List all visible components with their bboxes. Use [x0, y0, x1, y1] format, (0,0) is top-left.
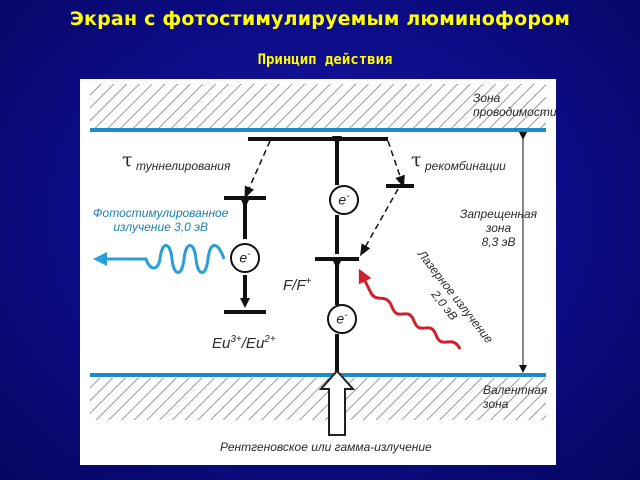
electron-eu-label: e- [239, 249, 251, 266]
dashed-arrows [244, 140, 405, 257]
tau-symbol: τ [122, 149, 133, 171]
ff-text: F/F [283, 277, 306, 294]
xray-label: Рентгеновское или гамма-излучение [220, 440, 432, 454]
f-center-label: F/F+ [283, 275, 311, 293]
electron-f-lower-label: e- [336, 310, 348, 327]
tau-symbol: τ [411, 149, 422, 171]
photostimulated-wave [93, 244, 226, 274]
valence-band [90, 373, 546, 420]
tau-tunneling-text: туннелирования [136, 159, 231, 173]
conduction-zone-label: Зона проводимости [473, 91, 557, 119]
tau-recombination-label: τ рекомбинации [411, 151, 506, 174]
electron-f-lower [327, 304, 357, 334]
electron-f-upper [329, 185, 359, 215]
ff-charge: + [305, 276, 312, 287]
slide-subtitle: Принцип действия [257, 52, 393, 68]
eu-text: Eu [212, 335, 231, 352]
forbidden-zone-label: Запрещенная зона 8,3 эВ [460, 207, 538, 249]
laser-wave [358, 268, 462, 350]
conduction-band [90, 84, 546, 132]
slide-title: Экран с фотостимулируемым люминофором [69, 8, 571, 30]
xray-arrow [318, 369, 356, 436]
diagram-panel: Зона проводимости Валентная зона Запреще… [80, 79, 557, 465]
photostimulated-label: Фотостимулированное излучение 3,0 эВ [93, 206, 229, 234]
eu-charge-2: 2+ [264, 334, 276, 345]
tau-tunneling-label: τ туннелирования [122, 151, 231, 174]
electron-f-upper-label: e- [338, 191, 350, 208]
eu-text-2: /Eu [241, 335, 265, 352]
tau-recombination-text: рекомбинации [425, 159, 506, 173]
valence-zone-label: Валентная зона [483, 383, 548, 411]
energy-diagram [90, 84, 546, 436]
eu-charge-1: 3+ [230, 334, 242, 345]
f-center-levels [315, 136, 359, 373]
eu-levels [224, 196, 266, 314]
electron-eu [230, 243, 260, 273]
eu-label: Eu3+/Eu2+ [212, 333, 276, 351]
